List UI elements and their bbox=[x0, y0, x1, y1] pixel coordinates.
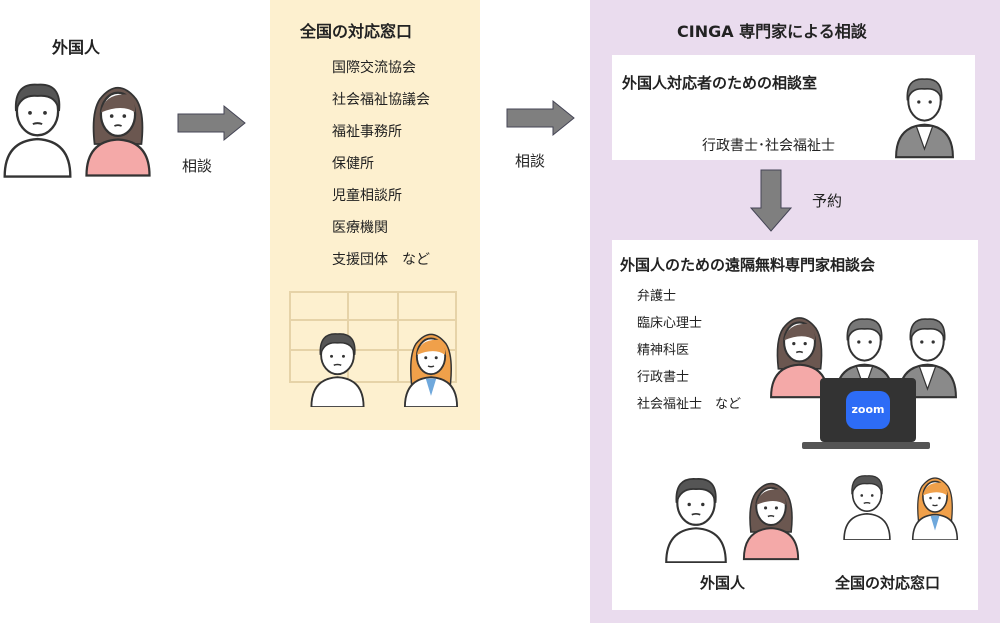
contact-list: 国際交流協会 社会福祉協議会 福祉事務所 保健所 児童相談所 医療機関 支援団体… bbox=[332, 52, 430, 276]
contact-item: 社会福祉協議会 bbox=[332, 92, 430, 108]
zoom-logo: zoom bbox=[846, 391, 890, 429]
expert-item: 精神科医 bbox=[637, 343, 690, 358]
reserve-label: 予約 bbox=[812, 192, 843, 210]
contact-item: 支援団体 など bbox=[332, 252, 430, 268]
arrow1-label: 相談 bbox=[182, 157, 213, 175]
contact-item: 児童相談所 bbox=[332, 188, 402, 204]
arrow-right-icon bbox=[177, 104, 246, 142]
contact-item: 医療機関 bbox=[332, 220, 388, 236]
expert-item: 臨床心理士 bbox=[637, 316, 703, 331]
room-staff: 行政書士･社会福祉士 bbox=[702, 138, 835, 154]
arrow-down-icon bbox=[749, 169, 793, 232]
expert-meeting-box: 外国人のための遠隔無料専門家相談会 弁護士 臨床心理士 精神科医 行政書士 社会… bbox=[612, 240, 978, 610]
foreign-man-illustration bbox=[662, 468, 730, 563]
laptop-base bbox=[802, 442, 930, 449]
contact-points-panel: 全国の対応窓口 国際交流協会 社会福祉協議会 福祉事務所 保健所 児童相談所 医… bbox=[270, 0, 480, 430]
staff-man-illustration bbox=[834, 468, 900, 540]
cinga-title: CINGA 専門家による相談 bbox=[677, 22, 867, 41]
staff-man-illustration bbox=[300, 325, 375, 407]
contact-item: 保健所 bbox=[332, 156, 374, 172]
foreign-woman-illustration bbox=[82, 72, 154, 180]
expert-list: 弁護士 臨床心理士 精神科医 行政書士 社会福祉士 など bbox=[637, 283, 741, 418]
foreign-woman-illustration bbox=[740, 470, 802, 563]
laptop-screen: zoom bbox=[820, 378, 916, 442]
cinga-panel: CINGA 専門家による相談 外国人対応者のための相談室 行政書士･社会福祉士 … bbox=[590, 0, 1000, 623]
foreigner-title: 外国人 bbox=[52, 38, 101, 57]
staff-woman-illustration bbox=[904, 470, 966, 540]
expert-item: 社会福祉士 など bbox=[637, 397, 742, 412]
phone-consultant-illustration bbox=[892, 65, 957, 160]
contact-item: 国際交流協会 bbox=[332, 60, 416, 76]
bottom-foreigner-label: 外国人 bbox=[700, 574, 746, 592]
meeting-title: 外国人のための遠隔無料専門家相談会 bbox=[620, 256, 876, 274]
contact-title: 全国の対応窓口 bbox=[300, 22, 413, 41]
staff-woman-illustration bbox=[395, 325, 467, 407]
arrow-right-icon bbox=[506, 99, 575, 137]
room-title: 外国人対応者のための相談室 bbox=[622, 74, 818, 92]
bottom-contact-label: 全国の対応窓口 bbox=[835, 574, 941, 592]
contact-item: 福祉事務所 bbox=[332, 124, 402, 140]
expert-item: 行政書士 bbox=[637, 370, 690, 385]
expert-item: 弁護士 bbox=[637, 289, 677, 304]
arrow2-label: 相談 bbox=[515, 152, 546, 170]
consultation-room-box: 外国人対応者のための相談室 行政書士･社会福祉士 bbox=[612, 55, 975, 160]
foreign-man-illustration bbox=[0, 70, 75, 180]
